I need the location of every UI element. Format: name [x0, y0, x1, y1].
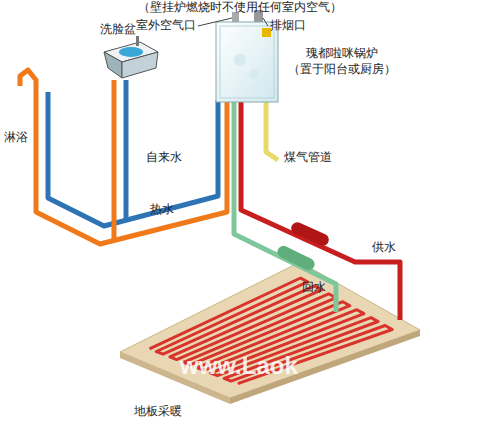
pipe-label: 自来水 [146, 150, 182, 166]
hot-water-pipe [20, 70, 227, 244]
floor-panel [120, 262, 420, 398]
pipe-label: 供水 [372, 240, 396, 256]
boiler-panel [220, 26, 274, 98]
gas-pipe [266, 100, 278, 160]
cold-water-pipe [124, 80, 129, 222]
filter [289, 220, 330, 247]
part-label: 地板采暖 [134, 404, 182, 420]
filter [275, 244, 316, 272]
pipe-label: 煤气管道 [284, 150, 332, 166]
callout: 室外空气口 [136, 18, 196, 34]
part-label: 淋浴 [4, 130, 28, 146]
note: （壁挂炉燃烧时不使用任何室内空气） [138, 0, 342, 16]
cold-water-pipe [48, 92, 218, 226]
watermark: www.Laok [180, 350, 298, 381]
boiler-pattern [249, 69, 259, 79]
supply-pipe [241, 100, 400, 320]
pipe-label: 回水 [302, 280, 326, 296]
leader-line [263, 18, 268, 26]
callout: 排烟口 [270, 18, 306, 34]
boiler [216, 22, 278, 102]
coil-pipe [150, 278, 393, 384]
boiler-label: 瑰都啦咪锅炉 （置于阳台或厨房） [282, 46, 402, 77]
faucet [136, 36, 139, 46]
boiler-logo [262, 28, 271, 37]
washbasin [104, 52, 122, 78]
basin-water [119, 47, 143, 57]
pipe-label: 热水 [150, 202, 174, 218]
return-pipe [234, 100, 336, 312]
leader-line [198, 18, 232, 26]
hot-water-pipe [112, 80, 117, 240]
boiler-pattern [234, 54, 246, 66]
part-label: 洗脸盆 [100, 22, 136, 38]
heating-coil [150, 278, 393, 384]
